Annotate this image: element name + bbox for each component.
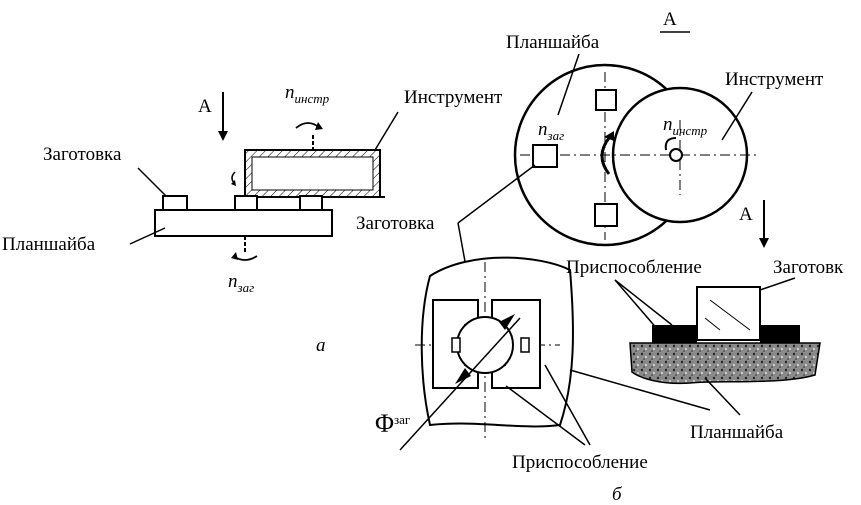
tool-center-mark	[669, 148, 683, 162]
faceplate-left	[154, 209, 333, 237]
caption-a: а	[316, 335, 326, 356]
faceplate-label-bottom: Планшайба	[690, 422, 784, 443]
workpiece-left-1	[162, 195, 188, 211]
fixture-label-right: Приспособление	[566, 257, 702, 278]
view-b-plan: A Планшайба nзаг Инструмент nинстр Загот…	[356, 9, 824, 301]
section-a-view: A Приспособление Заготовк Планшайба	[566, 200, 844, 443]
workpiece-label-mid: Заготовка	[356, 213, 435, 234]
diameter-line	[399, 317, 521, 451]
view-letter-top: A	[663, 9, 677, 30]
faceplate-label-left: Планшайба	[2, 234, 96, 255]
workpiece-plan-top	[595, 89, 617, 111]
caption-b: б	[612, 484, 623, 505]
n-instr-label-plan: nинстр	[663, 114, 708, 138]
n-zag-label-left: nзаг	[228, 271, 254, 295]
tool-label-left: Инструмент	[404, 87, 503, 108]
view-letter-left: A	[198, 96, 212, 117]
view-letter-right: A	[739, 204, 753, 225]
workpiece-label-right: Заготовк	[773, 257, 844, 278]
workpiece-left-3	[299, 195, 323, 211]
workpiece-plan-bottom	[594, 203, 618, 227]
n-instr-label-left: nинстр	[285, 82, 330, 106]
tool-label-right: Инструмент	[725, 69, 824, 90]
view-a: A nинстр Инструмент nзаг Заготовка Планш…	[2, 82, 503, 356]
workpiece-left-2	[234, 195, 258, 211]
workpiece-plan-left	[532, 144, 558, 168]
detail-fixture-plan: Φзаг Приспособление б	[375, 256, 711, 505]
faceplate-label-top: Планшайба	[506, 32, 600, 53]
fixture-label-bottom: Приспособление	[512, 452, 648, 473]
rotation-arrow-faceplate-plan	[600, 137, 611, 175]
fixture-block-left	[652, 325, 697, 343]
n-zag-label-plan: nзаг	[538, 119, 564, 143]
fixture-block-right	[760, 325, 800, 343]
faceplate-section	[629, 342, 821, 385]
workpiece-label-left: Заготовка	[43, 144, 122, 165]
phi-label: Φзаг	[375, 409, 410, 438]
